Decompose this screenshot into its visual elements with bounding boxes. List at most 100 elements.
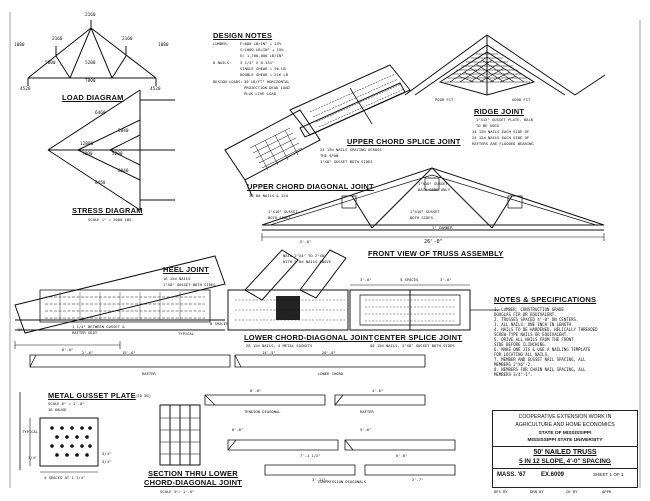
metal-gusset-scale: SCALE 6" = 1'-0" (48, 401, 85, 406)
notes-line: DOUGLAS FIR OR EQUIVALENT. (494, 312, 557, 317)
member-force-1: 5800 (45, 61, 56, 66)
member-dim-7: 6'-6" (232, 427, 244, 432)
ridge-poor-fit: POOR FIT (435, 97, 454, 102)
front-gusset-2a: 1"X10" GUSSET (268, 209, 298, 214)
notes-line: 4. NAILS TO BE HARDENED, HELICALLY THREA… (494, 327, 598, 332)
notes-line: 3. ALL NAILS: ONE INCH IN LENGTH. (494, 322, 574, 327)
design-notes-title: DESIGN NOTES (213, 31, 273, 40)
reaction-left: 4520 (20, 87, 31, 92)
title-block-des-by: DES BY (494, 489, 508, 494)
stress-diagram-scale: SCALE 1" = 2000 LBS. (88, 217, 134, 222)
front-view-title: FRONT VIEW OF TRUSS ASSEMBLY (368, 249, 504, 258)
title-block-line-3: STATE OF MISSISSIPPI (538, 431, 592, 436)
title-block-drn-by: DRN BY (530, 489, 544, 494)
metal-gusset-subtitle: (ID 56) (135, 393, 152, 398)
member-dim-3: 14'-5" (262, 350, 276, 355)
title-block-divider (493, 446, 637, 447)
member-dim-6: 4'-6" (372, 388, 384, 393)
notes-line: 8. NEMBERS FOR CHAIN NAIL SPACING, ALL (494, 367, 586, 372)
design-notes-loading-1: 30 LB/FT² HORIZONTAL (244, 79, 290, 84)
member-lower-chord-label: LOWER CHORD (318, 371, 344, 376)
upper-chord-splice-figure (290, 65, 410, 137)
notes-line: MEMBERS 3/4"-1". (494, 372, 533, 377)
heel-dim-6ft: 6'-0" (62, 347, 74, 352)
notes-line: 6. MAKE ONE JIG & USE A NAILING TEMPLATE (494, 347, 591, 352)
lower-chord-diagonal-title: LOWER CHORD-DIAGONAL JOINT (244, 333, 374, 342)
center-splice-dim-2: 3'-0" (440, 277, 452, 282)
center-splice-note: 50 12d NAILS, 1"X8" GUSSET BOTH SIDES (370, 343, 455, 348)
heel-joint-title: HEEL JOINT (163, 265, 210, 274)
notes-line: 1. LUMBER: CONSTRUCTION GRADE (494, 307, 564, 312)
load-diagram-figure (28, 20, 156, 86)
notes-specs-list: 1. LUMBER: CONSTRUCTION GRADE DOUGLAS FI… (494, 307, 636, 377)
stress-value-7: 8840 (118, 169, 129, 174)
section-title-line-1: SECTION THRU LOWER (148, 469, 238, 478)
ridge-joint-title: RIDGE JOINT (474, 107, 525, 116)
design-notes-loading-3: PLUS LIVE LOAD (244, 91, 277, 96)
load-value-right: 2160 (122, 37, 133, 42)
member-rafter-label: RAFTER (142, 371, 156, 376)
metal-gusset-spaces: 4 SPACES AT 1 1/4" (44, 475, 86, 480)
load-value-top: 2160 (85, 13, 96, 18)
notes-line: MEMBERS 2"X6"-2. (494, 362, 533, 367)
notes-line: 2. TRUSSES SPACED 4'-0" ON CENTERS. (494, 317, 579, 322)
metal-gusset-gauge: 16 GAUGE (48, 407, 67, 412)
front-gusset-3a: 1"X10" GUSSET (410, 209, 440, 214)
design-notes-lumber-3: E= 1,760,000 LB/IN² (240, 53, 284, 58)
notes-line: SCREW-TYPE NAILS OR EQUIVALENT. (494, 332, 569, 337)
upper-chord-diagonal-title: UPPER CHORD DIAGONAL JOINT (247, 182, 374, 191)
title-block-appr: APPR (602, 489, 612, 494)
heel-note-1: 16 12d NAILS (163, 276, 191, 281)
member-dim-1: 2'-6" (82, 350, 94, 355)
heel-note-2: 1"X8" GUSSET BOTH SIDES (163, 282, 216, 287)
design-notes-lumber-1: F=600 LB/IN² + 15% (240, 41, 282, 46)
design-notes-nails-1: 3 1/4" X 0.131" (240, 60, 275, 65)
section-scale: SCALE 3"= 1'-0" (160, 489, 195, 494)
stress-value-6: 5840 (118, 129, 129, 134)
metal-gusset-dim-2: 3/4" (102, 451, 112, 456)
member-dim-9: 7'-1 1/2" (300, 453, 321, 458)
section-lower-chord-figure (160, 405, 200, 465)
design-notes-lumber-label: LUMBER: (213, 41, 230, 46)
title-block-ex-number: EX.6009 (541, 472, 565, 478)
member-force-2: 5200 (85, 61, 96, 66)
design-notes-loading-2: PROJECTION DEAD LOAD (244, 85, 290, 90)
upper-splice-note-2: THE SPAN (320, 153, 339, 158)
metal-gusset-typical: TYPICAL (22, 429, 39, 434)
member-tension-diagonal-label: TENSION DIAGONAL (244, 409, 281, 414)
lower-diag-note-1: NAIL 2"X4" TO 2"X8" (283, 253, 327, 258)
member-dim-2: 15'-6" (122, 350, 136, 355)
ridge-good-fit: GOOD FIT (512, 97, 531, 102)
metal-gusset-dim-1: 3/4" (28, 455, 38, 460)
title-block-title-2: 5 IN 12 SLOPE, 4'-0" SPACING (519, 458, 611, 465)
center-splice-spaces: 5 SPACES (400, 277, 419, 282)
heel-note-3: 1 1/4" BETWEEN GUSSET & (72, 324, 125, 329)
notes-line: SIDE BEFORE CLINCHING. (494, 342, 547, 347)
load-value-end-right: 1080 (158, 43, 169, 48)
upper-chord-splice-title: UPPER CHORD SPLICE JOINT (347, 137, 461, 146)
metal-gusset-figure (30, 418, 98, 472)
lower-diag-note-3: 28 12d NAILS, 4 METAL SOCKETS (246, 343, 313, 348)
heel-dim-9in: 9" (18, 327, 23, 332)
heel-joint-figure (15, 256, 225, 349)
center-splice-dim-1: 3'-0" (360, 277, 372, 282)
design-notes-nails-3: DOUBLE SHEAR = 216 LB (240, 72, 289, 77)
front-gusset-3b: BOTH SIDES (410, 215, 433, 220)
lower-chord-diagonal-figure (228, 250, 348, 330)
metal-gusset-title: METAL GUSSET PLATE (48, 391, 136, 400)
member-dim-10: 6'-6" (396, 453, 408, 458)
notes-line: 5. DRIVE ALL NAILS FROM THE FRONT (494, 337, 574, 342)
upper-chord-diagonal-figure (225, 110, 320, 196)
member-dim-8: 5'-6" (360, 427, 372, 432)
center-splice-figure (350, 285, 470, 330)
front-gusset-1b: BACK SIDE ONLY (418, 187, 451, 192)
front-view-truss-figure (262, 168, 604, 241)
ridge-note-2: TO BE USED (476, 123, 499, 128)
notes-specs-title: NOTES & SPECIFICATIONS (494, 295, 597, 304)
member-rafter2-label: RAFTER (360, 409, 374, 414)
title-block-ck-by: CK BY (566, 489, 578, 494)
front-dim-span: 26'-0" (424, 239, 443, 245)
ridge-note-5: RAFTERS ARE FLOODED BEARING (472, 141, 534, 146)
design-notes-nails-2: SINGLE SHEAR = 96 LB (240, 66, 286, 71)
notes-line: FOR LOCATING ALL NAILS. (494, 352, 550, 357)
